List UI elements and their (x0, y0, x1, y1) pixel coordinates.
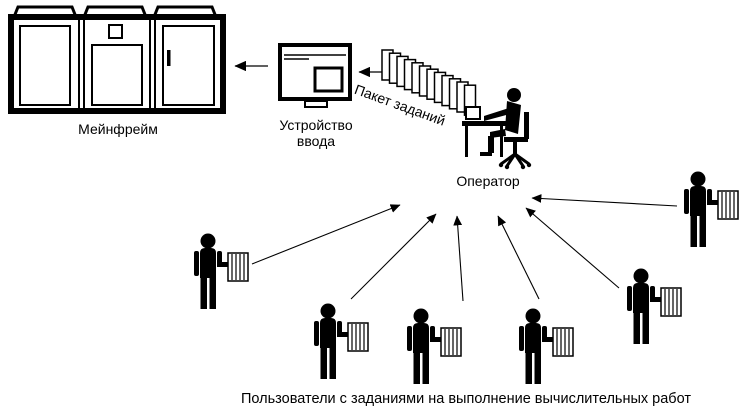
input-device-icon (278, 43, 352, 108)
arrow-user2-to-operator (350, 213, 437, 300)
user-icon (405, 308, 463, 388)
arrow-user4-to-operator (497, 215, 540, 300)
users-caption: Пользователи с заданиями на выполнение в… (241, 391, 691, 407)
input-device-label-line1: Устройство (279, 117, 353, 133)
operator-icon (462, 88, 532, 170)
input-device-label: Устройство ввода (268, 117, 364, 149)
user-icon (625, 268, 683, 348)
input-device-label-line2: ввода (296, 133, 336, 150)
job-batch-icon (381, 49, 477, 116)
arrow-user5-to-operator (525, 207, 620, 289)
user-icon (682, 171, 740, 251)
arrow-user1-to-operator (251, 204, 401, 265)
user-icon (517, 308, 575, 388)
user-icon (192, 233, 250, 313)
mainframe-label: Мейнфрейм (78, 121, 158, 137)
arrow-user3-to-operator (453, 215, 464, 302)
arrow-user6-to-operator (531, 194, 678, 207)
user-icon (312, 303, 370, 383)
mainframe-icon (8, 5, 226, 114)
operator-label: Оператор (456, 173, 520, 189)
